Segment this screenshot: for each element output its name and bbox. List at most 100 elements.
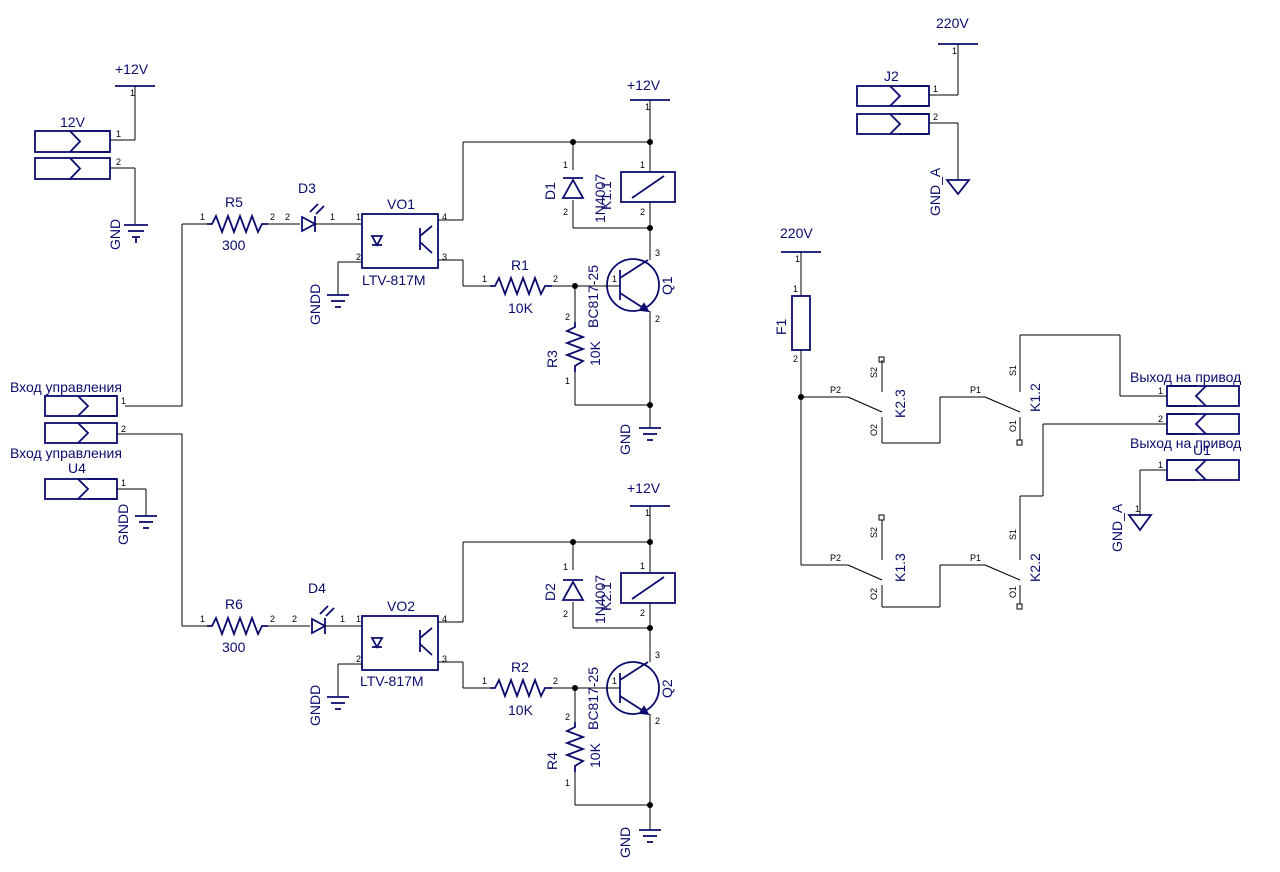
svg-text:3: 3 xyxy=(442,654,447,664)
label-control-input-2: Вход управления xyxy=(10,445,122,461)
ground-q1: GND xyxy=(617,405,661,455)
svg-text:2: 2 xyxy=(640,207,645,217)
label-gnd-q2: GND xyxy=(617,827,633,858)
svg-text:2: 2 xyxy=(655,314,660,324)
label-r3: R3 xyxy=(544,350,560,368)
svg-text:1: 1 xyxy=(1158,460,1163,470)
transistor-q1: 3 1 2 BC817-25 Q1 xyxy=(575,228,675,405)
label-u1: U1 xyxy=(1193,442,1211,458)
svg-text:2: 2 xyxy=(285,212,290,222)
svg-text:1: 1 xyxy=(356,212,361,222)
label-k22: K2.2 xyxy=(1027,553,1043,582)
svg-text:2: 2 xyxy=(270,212,275,222)
led-d3: 2 1 D3 xyxy=(285,180,335,233)
svg-text:1: 1 xyxy=(1135,504,1140,514)
svg-text:2: 2 xyxy=(563,207,568,217)
label-vo1-part: LTV-817M xyxy=(362,272,426,288)
label-k12: K1.2 xyxy=(1027,383,1043,412)
svg-text:1: 1 xyxy=(200,212,205,222)
label-r4: R4 xyxy=(544,752,560,770)
label-r2: R2 xyxy=(511,659,529,675)
resistor-r2: 1 2 R2 10K xyxy=(482,659,558,718)
resistor-r1: 1 2 R1 10K xyxy=(482,257,558,316)
svg-text:3: 3 xyxy=(655,248,660,258)
label-12v-supply: +12V xyxy=(115,61,149,77)
label-r5: R5 xyxy=(225,194,243,210)
label-q2: Q2 xyxy=(659,679,675,698)
resistor-r3: 2 1 R3 10K xyxy=(544,286,650,406)
label-vo1: VO1 xyxy=(387,196,415,212)
label-gndd-vo1: GNDD xyxy=(307,284,323,325)
label-k23: K2.3 xyxy=(892,389,908,418)
svg-text:2: 2 xyxy=(292,614,297,624)
label-k11: K1.1 xyxy=(598,181,614,210)
svg-text:2: 2 xyxy=(793,354,798,364)
label-d3: D3 xyxy=(298,180,316,196)
label-d2: D2 xyxy=(542,583,558,601)
supply-220v-fuse: 1 220V xyxy=(780,225,821,296)
ground-left: GND xyxy=(107,219,148,250)
svg-text:P1: P1 xyxy=(970,385,981,395)
label-gnd-a-top: GND_A xyxy=(927,167,943,216)
connector-j2: 1 2 J2 xyxy=(856,68,959,180)
svg-text:O1: O1 xyxy=(1008,586,1018,598)
label-d1: D1 xyxy=(542,182,558,200)
ground-gndd-vo2: GNDD xyxy=(307,663,362,726)
svg-text:2: 2 xyxy=(565,712,570,722)
relay-coil-k21: 1 2 K2.1 xyxy=(598,542,676,628)
svg-text:1: 1 xyxy=(640,160,645,170)
optocoupler-vo1: 1 2 4 3 VO1 LTV-817M xyxy=(356,196,447,288)
label-q2-part: BC817-25 xyxy=(585,667,601,730)
label-j2: J2 xyxy=(884,68,899,84)
label-k21: K2.1 xyxy=(598,582,614,611)
ground-gndd-vo1: GNDD xyxy=(307,261,362,325)
label-control-input-1: Вход управления xyxy=(10,379,122,395)
contact-k13: P2 S2 O2 K1.3 xyxy=(801,514,940,608)
label-gndd-u4: GNDD xyxy=(115,504,131,545)
svg-text:O2: O2 xyxy=(869,424,879,436)
label-r1-value: 10K xyxy=(508,300,534,316)
supply-12v-top-left: 1 +12V xyxy=(115,61,155,140)
label-r6: R6 xyxy=(225,596,243,612)
svg-text:1: 1 xyxy=(565,778,570,788)
label-output-drive-1: Выход на привод xyxy=(1130,369,1241,385)
svg-text:1: 1 xyxy=(612,274,617,284)
label-12v-connector: 12V xyxy=(60,114,86,130)
svg-text:P2: P2 xyxy=(830,385,841,395)
connector-u1: 1 U1 xyxy=(1158,442,1240,481)
label-k13: K1.3 xyxy=(892,553,908,582)
label-q1-part: BC817-25 xyxy=(585,265,601,328)
svg-text:S2: S2 xyxy=(869,367,879,378)
label-gnd-q1: GND xyxy=(617,424,633,455)
svg-text:1: 1 xyxy=(645,102,650,112)
label-r3-value: 10K xyxy=(587,340,603,366)
svg-text:1: 1 xyxy=(565,376,570,386)
label-output-drive-2: Выход на привод xyxy=(1130,435,1241,451)
svg-text:1: 1 xyxy=(130,88,135,98)
label-220v-top: 220V xyxy=(936,15,969,31)
connector-u4: 1 U4 xyxy=(44,460,126,500)
ground-gndd-u4: GNDD xyxy=(115,488,157,545)
label-r4-value: 10K xyxy=(587,742,603,768)
svg-text:4: 4 xyxy=(442,614,447,624)
svg-text:O2: O2 xyxy=(869,588,879,600)
svg-text:2: 2 xyxy=(356,654,361,664)
ground-gnd-a-right: 1 GND_A xyxy=(1109,469,1167,552)
label-gnd-a-right: GND_A xyxy=(1109,503,1125,552)
svg-text:4: 4 xyxy=(442,212,447,222)
svg-text:1: 1 xyxy=(340,614,345,624)
svg-text:1: 1 xyxy=(563,562,568,572)
connector-12v: 1 2 12V xyxy=(34,114,136,225)
label-vo2: VO2 xyxy=(387,598,415,614)
label-vo2-part: LTV-817M xyxy=(360,673,424,689)
svg-text:2: 2 xyxy=(640,608,645,618)
svg-text:1: 1 xyxy=(330,212,335,222)
svg-text:1: 1 xyxy=(482,274,487,284)
ground-q2: GND xyxy=(617,805,661,858)
svg-text:S2: S2 xyxy=(869,527,879,538)
svg-text:2: 2 xyxy=(356,252,361,262)
svg-text:1: 1 xyxy=(482,676,487,686)
svg-text:2: 2 xyxy=(565,312,570,322)
supply-220v-top: 1 220V xyxy=(936,15,978,95)
